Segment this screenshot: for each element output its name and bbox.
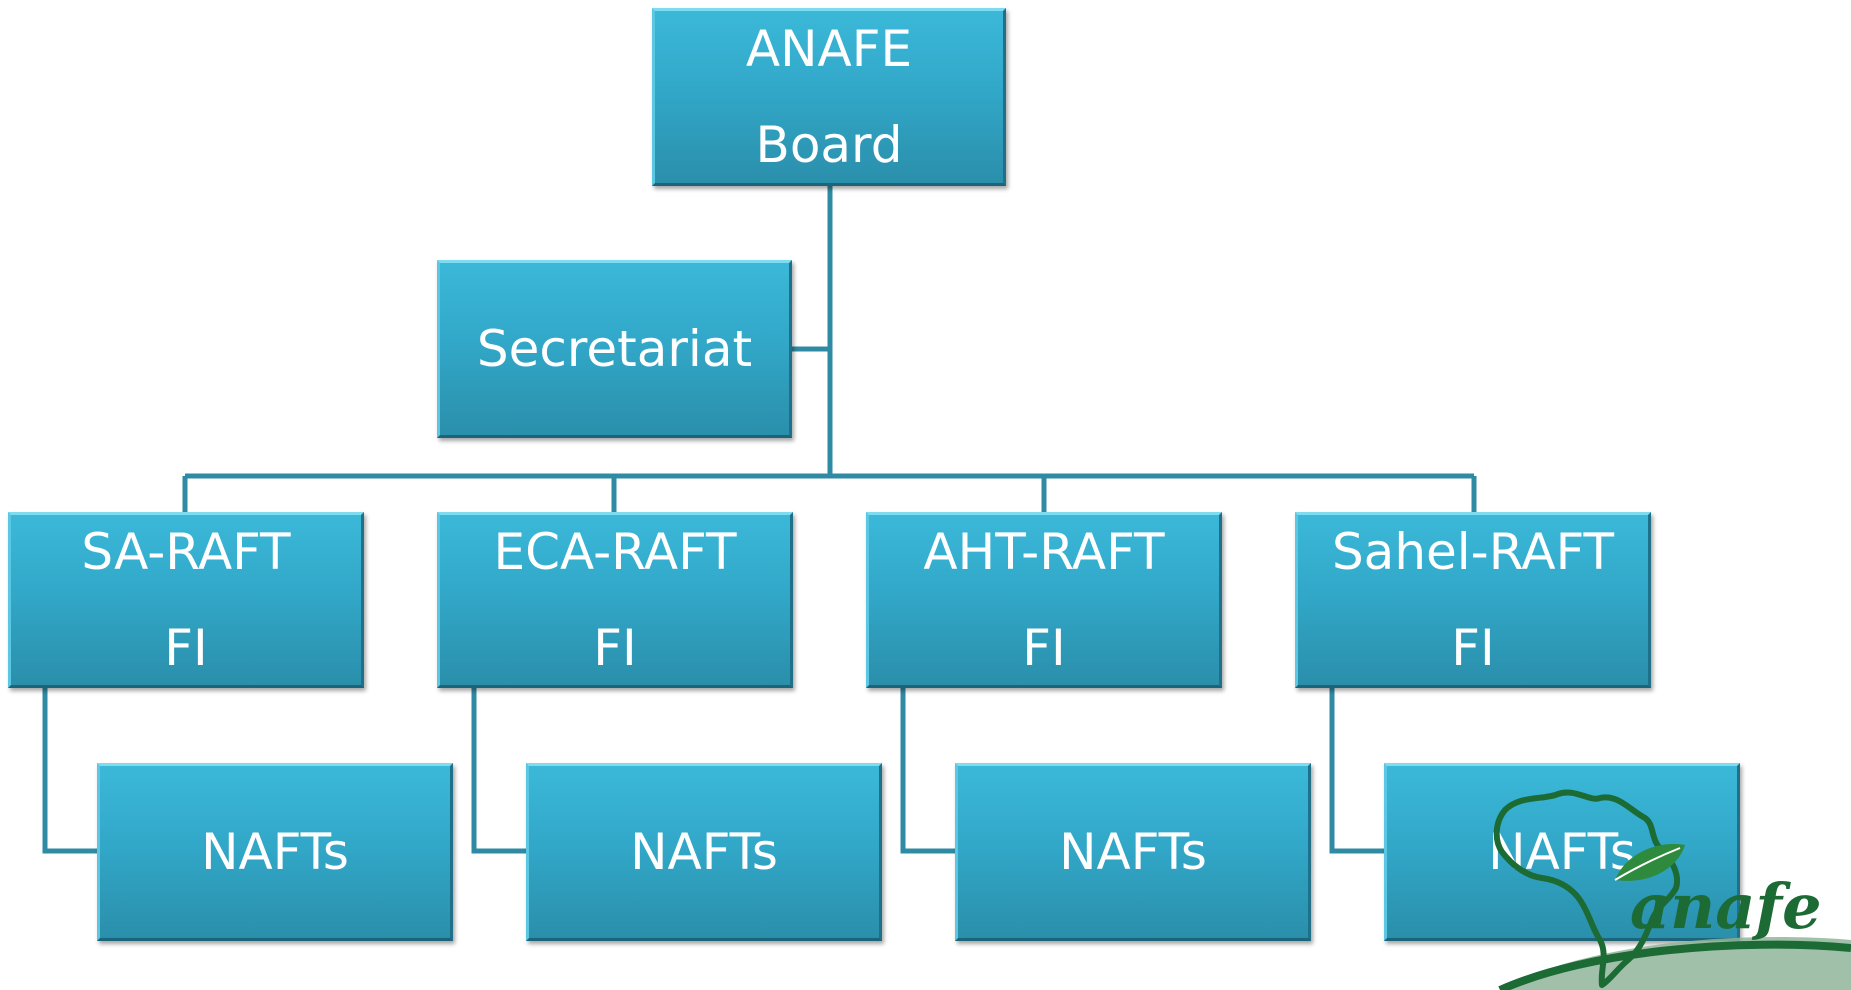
logo-swoosh [1500,937,1851,990]
nafts-box-2: NAFTs [526,763,882,941]
anafe-logo: anafe [1493,789,1851,990]
nafts-box-1: NAFTs [97,763,453,941]
secretariat-label: Secretariat [476,320,753,378]
nafts-label: NAFTs [1059,823,1207,881]
secretariat-box: Secretariat [437,260,792,438]
raft-label-line2: FI [164,619,208,677]
raft-label-line2: FI [1022,619,1066,677]
board-title-line1: ANAFE [745,20,913,78]
nafts-box-3: NAFTs [955,763,1311,941]
raft-label-line2: FI [1451,619,1495,677]
board-title-line2: Board [755,116,903,174]
nafts-connector-line-3 [900,688,956,854]
nafts-connector-line-2 [471,688,527,854]
raft-box-sahel: Sahel-RAFT FI [1295,512,1651,688]
nafts-label: NAFTs [201,823,349,881]
logo-wordmark: anafe [1630,870,1822,943]
raft-label-line1: AHT-RAFT [923,523,1165,581]
board-box: ANAFE Board [652,8,1006,186]
nafts-label: NAFTs [1488,823,1636,881]
raft-label-line1: Sahel-RAFT [1331,523,1615,581]
raft-label-line1: ECA-RAFT [493,523,737,581]
raft-label-line2: FI [593,619,637,677]
raft-box-aht: AHT-RAFT FI [866,512,1222,688]
nafts-connector-line-4 [1329,688,1385,854]
raft-box-eca: ECA-RAFT FI [437,512,793,688]
nafts-label: NAFTs [630,823,778,881]
nafts-connector-line-1 [42,688,98,854]
raft-box-sa: SA-RAFT FI [8,512,364,688]
raft-label-line1: SA-RAFT [81,523,291,581]
africa-outline-icon [1493,789,1680,988]
